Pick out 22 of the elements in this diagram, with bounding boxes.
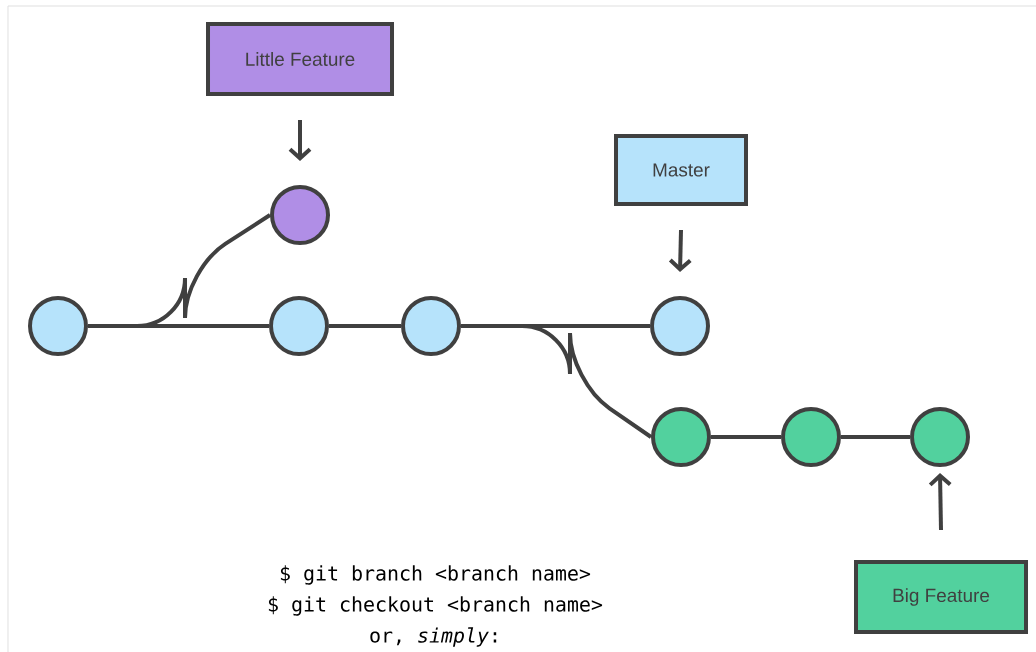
commit-circle xyxy=(650,296,710,356)
command-text: $ git checkout <branch name> xyxy=(268,596,603,616)
commit-circle xyxy=(651,407,711,467)
branch-line xyxy=(461,324,653,439)
commit-circle xyxy=(401,296,461,356)
label-box: Master xyxy=(614,134,748,206)
label-box: Big Feature xyxy=(854,560,1028,634)
commit-circle xyxy=(781,407,841,467)
pointer-arrow xyxy=(288,120,312,161)
branch-line xyxy=(711,435,781,439)
command-text: or, simply: xyxy=(370,627,497,647)
commit-circle xyxy=(910,407,970,467)
command-text: $ git branch <branch name> xyxy=(280,565,591,585)
branch-line xyxy=(88,324,269,328)
commit-circle xyxy=(270,185,330,245)
pointer-arrow xyxy=(668,229,692,272)
commit-circle xyxy=(269,296,329,356)
branch-line xyxy=(329,324,401,328)
pointer-arrow xyxy=(928,473,952,531)
branch-line xyxy=(841,435,910,439)
commit-circle xyxy=(28,296,88,356)
label-box: Little Feature xyxy=(206,22,394,96)
